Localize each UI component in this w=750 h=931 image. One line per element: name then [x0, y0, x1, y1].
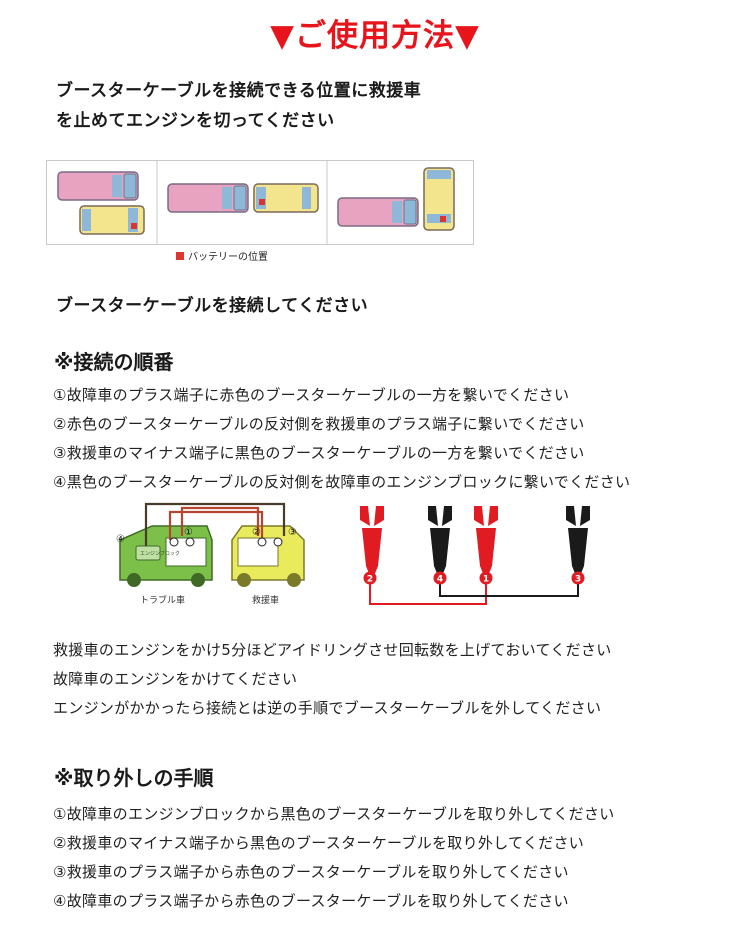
badge-4 [433, 571, 447, 585]
removal-step-1: ①故障車のエンジンブロックから黒色のブースターケーブルを取り外してください [53, 805, 615, 823]
removal-step-2: ②救援車のマイナス端子から黒色のブースターケーブルを取り外してください [53, 834, 585, 852]
car-connection-diagram: ① ② ③ ④ エンジンブロック トラブル車 救援車 [116, 502, 305, 606]
connect-step-1: ①故障車のプラス端子に赤色のブースターケーブルの一方を繋いでください [53, 386, 570, 404]
after-step-3: エンジンがかかったら接続とは逆の手順でブースターケーブルを外してください [53, 699, 602, 717]
battery-legend-label: バッテリーの位置 [188, 252, 268, 263]
badge-1 [479, 571, 493, 585]
connect-step-3: ③救援車のマイナス端子に黒色のブースターケーブルの一方を繋いでください [53, 444, 585, 462]
connect-step-2: ②赤色のブースターケーブルの反対側を救援車のプラス端子に繋いでください [53, 415, 585, 433]
removal-step-3: ③救援車のプラス端子から赤色のブースターケーブルを取り外してください [53, 863, 569, 881]
rescue-car [231, 525, 305, 587]
car-yellow-2 [253, 183, 319, 213]
battery-legend: バッテリーの位置 [176, 248, 268, 263]
badge-3-label: 3 [575, 575, 581, 585]
car-pink-2 [167, 183, 249, 213]
engine-block-label: エンジンブロック [140, 550, 180, 557]
car-yellow-3 [423, 167, 455, 231]
removal-step-4: ④故障車のプラス端子から赤色のブースターケーブルを取り外してください [53, 892, 569, 910]
marker-3: ③ [288, 527, 297, 538]
clamp-black-3 [566, 506, 590, 576]
trouble-car-label: トラブル車 [140, 594, 185, 606]
removal-order-heading: ※取り外しの手順 [54, 766, 214, 790]
connect-order-heading: ※接続の順番 [54, 350, 174, 374]
battery-legend-swatch [176, 252, 184, 260]
badge-3 [571, 571, 585, 585]
clamp-red-2 [360, 506, 384, 576]
marker-1: ① [184, 527, 193, 538]
badge-2-label: 2 [367, 575, 373, 585]
badge-1-label: 1 [483, 575, 489, 585]
intro-line-2: を止めてエンジンを切ってください [56, 111, 335, 131]
marker-4: ④ [116, 534, 125, 545]
after-step-2: 故障車のエンジンをかけてください [53, 670, 298, 688]
marker-2: ② [252, 527, 261, 538]
rescue-car-label: 救援車 [252, 594, 279, 606]
connect-instruction: ブースターケーブルを接続してください [56, 296, 369, 316]
intro-line-1: ブースターケーブルを接続できる位置に救援車 [56, 81, 422, 101]
after-step-1: 救援車のエンジンをかけ5分ほどアイドリングさせ回転数を上げておいてください [53, 641, 612, 659]
clamp-red-1 [474, 506, 498, 576]
car-yellow-1 [79, 205, 145, 235]
clamp-diagram: 2 4 1 3 [360, 506, 590, 605]
badge-2 [363, 571, 377, 585]
car-pink-1 [57, 171, 139, 201]
parking-position-diagram [46, 160, 474, 245]
badge-4-label: 4 [437, 575, 443, 585]
page-title: ▼ご使用方法▼ [270, 18, 480, 54]
connect-step-4: ④黒色のブースターケーブルの反対側を故障車のエンジンブロックに繋いでください [53, 473, 631, 491]
car-pink-3 [337, 197, 419, 227]
clamp-black-4 [428, 506, 452, 576]
